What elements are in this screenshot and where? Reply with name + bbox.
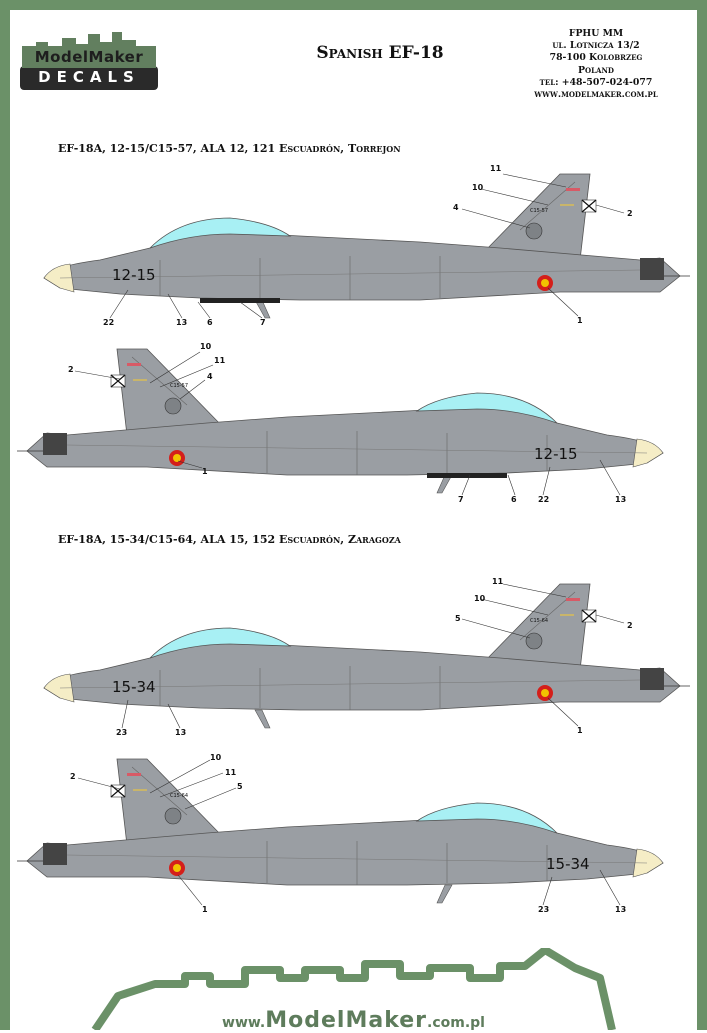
footer-website[interactable]: www.ModelMaker.com.pl — [0, 1008, 707, 1033]
footer-url-brand: ModelMaker — [265, 1008, 428, 1033]
footer-url-suffix: .com.pl — [427, 1015, 485, 1031]
tail-code: C15-64 — [170, 793, 188, 799]
aircraft-profile-4: 15-34 C15-64 10 11 2 5 1 23 13 — [0, 745, 707, 924]
callout-label: 13 — [176, 318, 188, 327]
address-line: ul. Lotnicza 13/2 — [552, 40, 640, 52]
tail-code: C15-64 — [530, 618, 548, 624]
callout-label: 11 — [225, 768, 237, 777]
aircraft-code: 15-34 — [112, 678, 156, 696]
logo-line-2: DECALS — [38, 68, 140, 86]
aircraft-profile-2: 12-15 C15-57 10 11 2 4 1 7 6 22 13 — [0, 335, 707, 514]
callout-label: 10 — [472, 183, 484, 192]
footer-castle-outline — [91, 948, 616, 1030]
modelmaker-logo: ModelMaker DECALS — [18, 28, 160, 92]
aircraft-profile-1: 12-15 C15-57 11 10 4 2 22 13 6 7 1 — [0, 160, 707, 339]
logo-castle-icon — [20, 32, 158, 90]
tail-code: C15-57 — [530, 208, 548, 214]
page-title: Spanish EF-18 — [316, 43, 444, 63]
callout-label: 7 — [458, 495, 464, 504]
address-line: www.modelmaker.com.pl — [534, 89, 658, 101]
callout-label: 13 — [615, 905, 627, 914]
callout-label: 10 — [200, 342, 212, 351]
address-block: FPHU MM ul. Lotnicza 13/2 78-100 Kolobrz… — [501, 28, 691, 101]
callout-label: 22 — [538, 495, 550, 504]
callout-label: 6 — [511, 495, 517, 504]
aircraft-drawing: 12-15 C15-57 — [43, 173, 690, 319]
address-line: tel: +48-507-024-077 — [539, 76, 653, 88]
aircraft-profile-3: 15-34 C15-64 11 10 5 2 23 13 1 — [0, 570, 707, 749]
callout-label: 7 — [260, 318, 266, 327]
callout-label: 11 — [214, 356, 226, 365]
callout-label: 22 — [103, 318, 115, 327]
callout-label: 2 — [70, 772, 76, 781]
callout-label: 23 — [116, 728, 128, 737]
tail-code: C15-57 — [170, 383, 188, 389]
callout-label: 1 — [577, 726, 583, 735]
callout-label: 4 — [207, 372, 213, 381]
address-line: 78-100 Kolobrzeg — [549, 52, 643, 64]
section-title-1: EF-18A, 12-15/C15-57, ALA 12, 121 Escuad… — [58, 142, 401, 155]
section-title-2: EF-18A, 15-34/C15-64, ALA 15, 152 Escuad… — [58, 533, 401, 546]
callout-label: 5 — [237, 782, 243, 791]
callout-label: 1 — [577, 316, 583, 325]
aircraft-drawing: 12-15 C15-57 — [17, 348, 664, 496]
aircraft-code: 15-34 — [546, 855, 590, 873]
aircraft-drawing: 15-34 C15-64 — [43, 583, 690, 729]
callout-label: 2 — [68, 365, 74, 374]
callout-label: 10 — [474, 594, 486, 603]
callout-label: 1 — [202, 905, 208, 914]
callout-label: 1 — [202, 467, 208, 476]
callout-label: 2 — [627, 621, 633, 630]
callout-label: 2 — [627, 209, 633, 218]
logo-line-1: ModelMaker — [34, 48, 144, 66]
callout-label: 4 — [453, 203, 459, 212]
callout-label: 13 — [615, 495, 627, 504]
aircraft-code: 12-15 — [112, 266, 156, 284]
aircraft-drawing: 15-34 C15-64 — [17, 758, 664, 906]
aircraft-code: 12-15 — [534, 445, 578, 463]
callout-label: 23 — [538, 905, 550, 914]
callout-label: 11 — [490, 164, 502, 173]
callout-label: 13 — [175, 728, 187, 737]
footer-url-prefix: www. — [222, 1015, 266, 1031]
callout-label: 5 — [455, 614, 461, 623]
address-line: Poland — [578, 64, 614, 76]
address-line: FPHU MM — [568, 28, 624, 39]
callout-label: 6 — [207, 318, 213, 327]
callout-label: 10 — [210, 753, 222, 762]
callout-label: 11 — [492, 577, 504, 586]
